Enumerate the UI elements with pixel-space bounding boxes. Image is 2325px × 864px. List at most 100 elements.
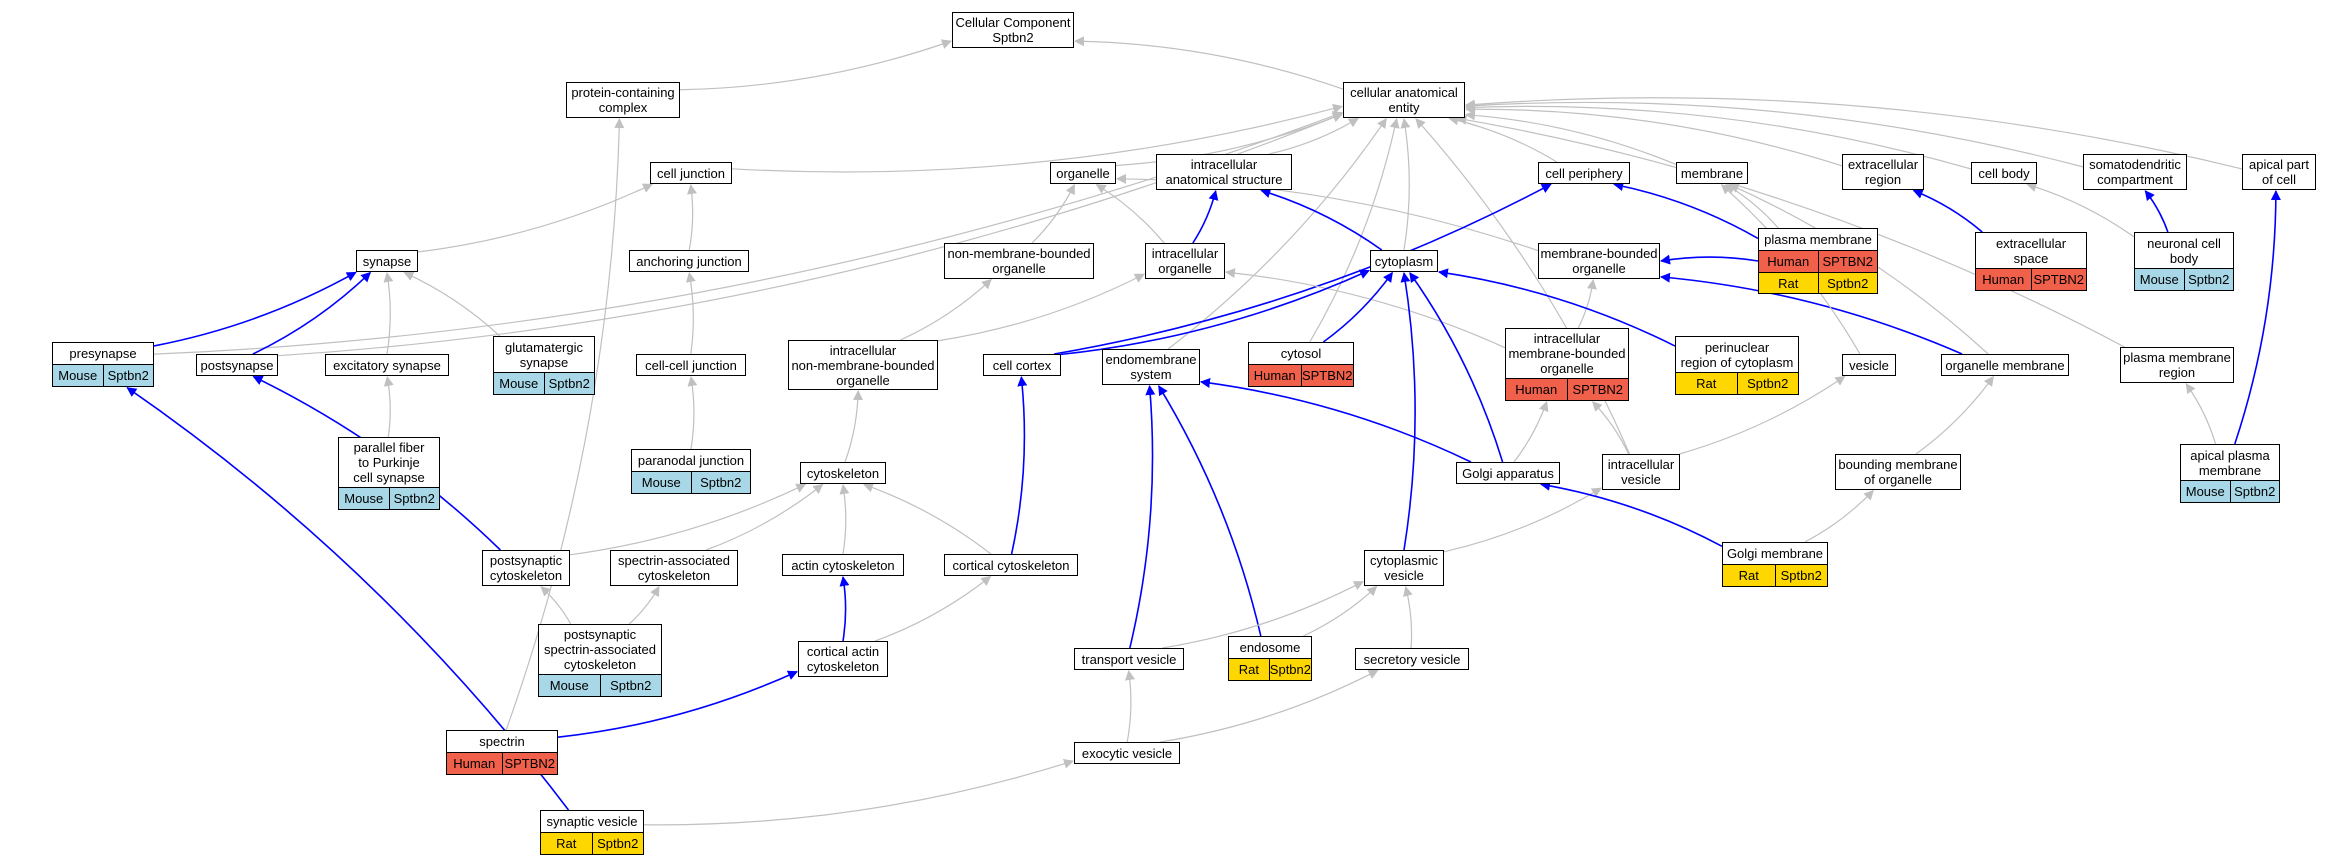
node-golgi-apparatus[interactable]: Golgi apparatus [1456, 462, 1560, 484]
edge-endomembrane-to-cae [1167, 117, 1387, 350]
species-cell: Rat [1676, 373, 1737, 394]
edge-neuronalcellbody-to-cellbody [2026, 182, 2135, 238]
node-intracellular-organelle[interactable]: intracellular organelle [1145, 243, 1225, 279]
edge-neuronalcellbody-to-somatodendritic [2144, 190, 2169, 233]
node-cellular-component[interactable]: Cellular Component Sptbn2 [952, 12, 1074, 48]
node-title: endosome [1229, 637, 1311, 659]
gene-cell: Sptbn2 [1817, 273, 1877, 293]
edge-exocyticvesicle-to-transportvesicle [1125, 670, 1135, 743]
node-actin-cytoskeleton[interactable]: actin cytoskeleton [782, 554, 904, 576]
node-postsynaptic-cytoskeleton[interactable]: postsynaptic cytoskeleton [482, 550, 570, 586]
node-apical-part-of-cell[interactable]: apical part of cell [2242, 154, 2316, 190]
edge-intraorganelle-to-ias [1192, 189, 1219, 244]
node-title: intracellular membrane-bounded organelle [1506, 329, 1628, 379]
edge-presynapse-to-cae [153, 111, 1343, 355]
node-membrane-bounded-organelle[interactable]: membrane-bounded organelle [1538, 243, 1660, 279]
edge-cytoplasm-to-ias [1260, 188, 1383, 251]
species-cell: Mouse [2181, 481, 2230, 502]
node-extracellular-region[interactable]: extracellular region [1842, 154, 1924, 190]
node-title: glutamatergic synapse [494, 337, 594, 373]
node-intracellular-membrane-bounded-organelle[interactable]: intracellular membrane-bounded organelle… [1505, 328, 1629, 401]
node-parallel-fiber-to-purkinje-cell-synapse[interactable]: parallel fiber to Purkinje cell synapse … [338, 437, 440, 510]
node-synapse[interactable]: synapse [356, 250, 418, 272]
node-intracellular-non-membrane-bounded-organelle[interactable]: intracellular non-membrane-bounded organ… [788, 340, 938, 390]
node-exocytic-vesicle[interactable]: exocytic vesicle [1074, 742, 1180, 764]
gene-cell: Sptbn2 [1268, 659, 1311, 680]
node-cell-cortex[interactable]: cell cortex [983, 354, 1061, 376]
node-cell-body[interactable]: cell body [1971, 162, 2037, 184]
node-non-membrane-bounded-organelle[interactable]: non-membrane-bounded organelle [944, 243, 1094, 279]
node-endomembrane-system[interactable]: endomembrane system [1102, 349, 1200, 385]
edge-cac-to-actincytoskeleton [839, 576, 850, 642]
node-cortical-cytoskeleton[interactable]: cortical cytoskeleton [944, 554, 1078, 576]
node-postsynaptic-spectrin-associated-cytoskeleton[interactable]: postsynaptic spectrin-associated cytoske… [538, 624, 662, 697]
node-cytoplasm[interactable]: cytoplasm [1370, 250, 1438, 272]
node-intracellular-anatomical-structure[interactable]: intracellular anatomical structure [1156, 154, 1292, 190]
species-cell: Mouse [632, 472, 691, 493]
node-transport-vesicle[interactable]: transport vesicle [1074, 648, 1184, 670]
edge-boundingmembrane-to-organellemembrane [1915, 375, 1994, 455]
edge-cac-to-corticalcytoskeleton [874, 575, 992, 642]
edge-extracellularregion-to-cae [1464, 104, 1843, 167]
node-cytoskeleton[interactable]: cytoskeleton [800, 462, 886, 484]
node-title: Golgi membrane [1723, 543, 1827, 565]
node-cytoplasmic-vesicle[interactable]: cytoplasmic vesicle [1364, 550, 1444, 586]
species-cell: Human [1759, 251, 1818, 272]
species-cell: Human [1976, 269, 2031, 290]
node-organelle-membrane[interactable]: organelle membrane [1941, 354, 2069, 376]
edge-golgimembrane-to-boundingmembrane [1804, 489, 1874, 543]
node-membrane[interactable]: membrane [1676, 162, 1748, 184]
node-cortical-actin-cytoskeleton[interactable]: cortical actin cytoskeleton [798, 641, 888, 677]
node-cell-junction[interactable]: cell junction [650, 162, 732, 184]
species-cell: Mouse [53, 365, 103, 386]
gene-cell: Sptbn2 [2229, 481, 2279, 502]
node-excitatory-synapse[interactable]: excitatory synapse [325, 354, 449, 376]
edge-plasmamembrane-to-membrane [1725, 184, 1779, 229]
edge-psc-to-cytoskeleton [569, 483, 807, 556]
node-cell-cell-junction[interactable]: cell-cell junction [636, 354, 746, 376]
node-plasma-membrane-region[interactable]: plasma membrane region [2120, 347, 2234, 383]
edge-organellemembrane-to-mbo [1659, 272, 1963, 355]
node-anchoring-junction[interactable]: anchoring junction [629, 250, 749, 272]
edge-intravesicle-to-cae [1415, 118, 1631, 455]
node-somatodendritic-compartment[interactable]: somatodendritic compartment [2083, 154, 2187, 190]
edge-cellcortex-to-cellperiphery [1054, 183, 1552, 355]
edge-golgi-to-endomembrane [1199, 378, 1472, 463]
node-cell-periphery[interactable]: cell periphery [1538, 162, 1630, 184]
edge-intraorganelle-to-organelle [1095, 184, 1165, 244]
edge-pssac-to-sac [628, 585, 660, 625]
node-vesicle[interactable]: vesicle [1842, 354, 1896, 376]
node-organelle[interactable]: organelle [1050, 162, 1116, 184]
edge-postsynapse-to-synapse [252, 271, 372, 355]
edge-pssac-to-psc [540, 586, 572, 625]
species-cell: Human [1506, 379, 1567, 400]
species-cell: Rat [1229, 659, 1269, 680]
node-protein-containing-complex[interactable]: protein-containing complex [566, 82, 680, 118]
edge-transportvesicle-to-cytoplasmicvesicle [1162, 581, 1364, 649]
edge-golgi-to-imbo [1513, 400, 1549, 463]
node-secretory-vesicle[interactable]: secretory vesicle [1355, 648, 1469, 670]
edge-somatodendritic-to-cae [1465, 100, 2084, 168]
edge-secretoryvesicle-to-cytoplasmicvesicle [1403, 586, 1413, 649]
node-postsynapse[interactable]: postsynapse [196, 354, 278, 376]
node-bounding-membrane-of-organelle[interactable]: bounding membrane of organelle [1835, 454, 1961, 490]
edge-intravesicle-to-imbo [1591, 401, 1630, 455]
gene-cell: SPTBN2 [501, 753, 557, 774]
node-cellular-anatomical-entity[interactable]: cellular anatomical entity [1343, 82, 1465, 118]
node-intracellular-vesicle[interactable]: intracellular vesicle [1602, 454, 1680, 490]
node-spectrin-associated-cytoskeleton[interactable]: spectrin-associated cytoskeleton [610, 550, 738, 586]
